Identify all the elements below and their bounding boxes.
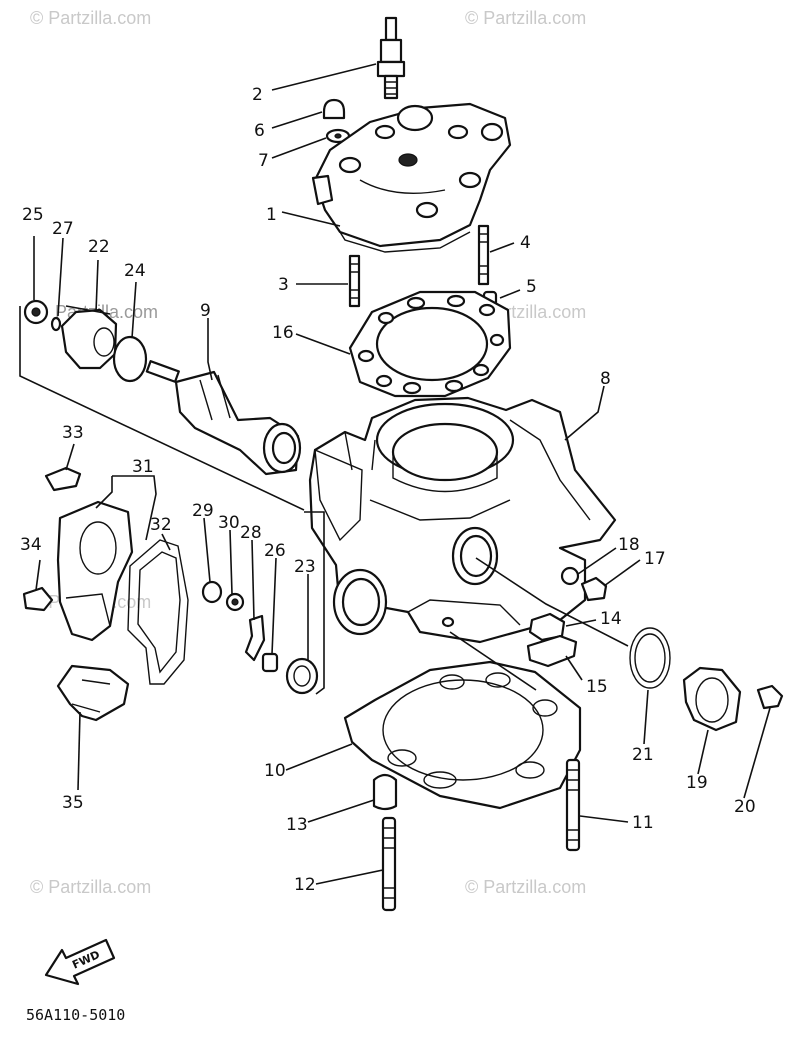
callout-24: 24 xyxy=(124,261,146,281)
pump-small-parts xyxy=(201,580,319,695)
watermark: © Partzilla.com xyxy=(30,8,151,28)
callout-2: 2 xyxy=(252,85,263,105)
callout-14: 14 xyxy=(600,609,622,629)
water-pipe-part xyxy=(145,360,302,476)
part-drawings: FWD xyxy=(22,16,784,986)
cover-part xyxy=(682,666,742,732)
callout-26: 26 xyxy=(264,541,286,561)
callout-22: 22 xyxy=(88,237,110,257)
callout-23: 23 xyxy=(294,557,316,577)
callout-35: 35 xyxy=(62,793,84,813)
head-gasket-part xyxy=(348,290,512,398)
thermostat-group-part xyxy=(23,299,148,383)
spark-plug-part xyxy=(376,16,406,100)
callout-12: 12 xyxy=(294,875,316,895)
watermark: © Partzilla.com xyxy=(465,8,586,28)
cover-bolt-part xyxy=(756,684,784,710)
callout-18: 18 xyxy=(618,535,640,555)
base-studs-part xyxy=(381,758,581,912)
callout-31: 31 xyxy=(132,457,154,477)
callout-6: 6 xyxy=(254,121,265,141)
callout-numbers: 2 6 7 1 4 3 5 16 8 9 25 27 22 24 33 31 3… xyxy=(20,85,756,895)
base-gasket-part xyxy=(343,660,582,810)
callout-21: 21 xyxy=(632,745,654,765)
base-dowel-part xyxy=(372,773,398,811)
callout-8: 8 xyxy=(600,369,611,389)
callout-20: 20 xyxy=(734,797,756,817)
plate-part xyxy=(526,634,578,668)
cap-nut-part xyxy=(322,98,346,120)
callout-29: 29 xyxy=(192,501,214,521)
callout-27: 27 xyxy=(52,219,74,239)
callout-28: 28 xyxy=(240,523,262,543)
forward-direction-arrow: FWD xyxy=(44,938,116,986)
callout-32: 32 xyxy=(150,515,172,535)
callout-13: 13 xyxy=(286,815,308,835)
watermark: © Partzilla.com xyxy=(465,877,586,897)
callout-17: 17 xyxy=(644,549,666,569)
o-ring-part xyxy=(629,627,671,689)
callout-5: 5 xyxy=(526,277,537,297)
callout-10: 10 xyxy=(264,761,286,781)
callout-33: 33 xyxy=(62,423,84,443)
callout-9: 9 xyxy=(200,301,211,321)
water-pump-housing-part xyxy=(22,466,134,642)
callout-16: 16 xyxy=(272,323,294,343)
callout-15: 15 xyxy=(586,677,608,697)
drain-washer-part xyxy=(560,566,580,586)
clip-part xyxy=(56,664,130,722)
diagram-code: 56A110-5010 xyxy=(26,1006,125,1024)
callout-3: 3 xyxy=(278,275,289,295)
callout-34: 34 xyxy=(20,535,42,555)
callout-1: 1 xyxy=(266,205,277,225)
leader-lines xyxy=(19,63,771,885)
callout-11: 11 xyxy=(632,813,654,833)
callout-4: 4 xyxy=(520,233,531,253)
watermark: © Partzilla.com xyxy=(30,877,151,897)
callout-19: 19 xyxy=(686,773,708,793)
head-studs-part xyxy=(348,224,490,308)
drain-bolt-part xyxy=(580,576,608,602)
callout-30: 30 xyxy=(218,513,240,533)
pump-gasket-part xyxy=(127,539,189,685)
cylinder-head-part xyxy=(311,102,512,253)
callout-25: 25 xyxy=(22,205,44,225)
callout-7: 7 xyxy=(258,151,269,171)
cylinder-part xyxy=(308,396,617,644)
